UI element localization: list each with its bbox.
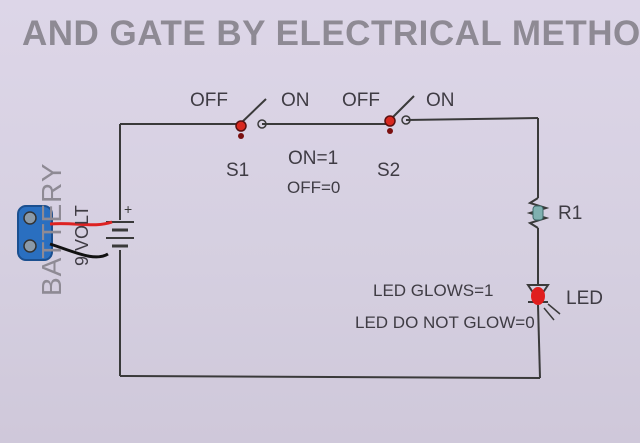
s2-name: S2 bbox=[377, 160, 401, 181]
wire-top-right bbox=[405, 117, 539, 121]
wire-bottom bbox=[119, 375, 541, 379]
led-label: LED bbox=[566, 288, 603, 309]
s1-on-label: ON bbox=[281, 90, 310, 111]
switch-s2 bbox=[384, 95, 415, 134]
s2-on-label: ON bbox=[426, 90, 455, 111]
circuit-wires bbox=[119, 117, 541, 379]
battery-plus-sign: + bbox=[124, 201, 132, 217]
on-equals-one: ON=1 bbox=[288, 148, 339, 169]
battery-symbol bbox=[106, 221, 134, 248]
wire-right-lower bbox=[537, 304, 541, 379]
off-equals-zero: OFF=0 bbox=[287, 178, 341, 197]
s2-off-label: OFF bbox=[342, 90, 380, 111]
switch-s1 bbox=[235, 98, 267, 139]
resistor-r1 bbox=[526, 197, 550, 229]
led-component bbox=[526, 284, 561, 321]
led-glows-label: LED GLOWS=1 bbox=[373, 281, 494, 300]
battery-voltage: 9 VOLT bbox=[72, 205, 92, 266]
s1-off-label: OFF bbox=[190, 90, 228, 111]
led-not-glow-label: LED DO NOT GLOW=0 bbox=[355, 313, 535, 332]
battery-label: BATTERY bbox=[36, 162, 67, 296]
diagram-title: AND GATE BY ELECTRICAL METHOD bbox=[22, 14, 640, 53]
s1-name: S1 bbox=[226, 160, 250, 181]
r1-label: R1 bbox=[558, 203, 583, 224]
battery-clip bbox=[17, 205, 113, 261]
